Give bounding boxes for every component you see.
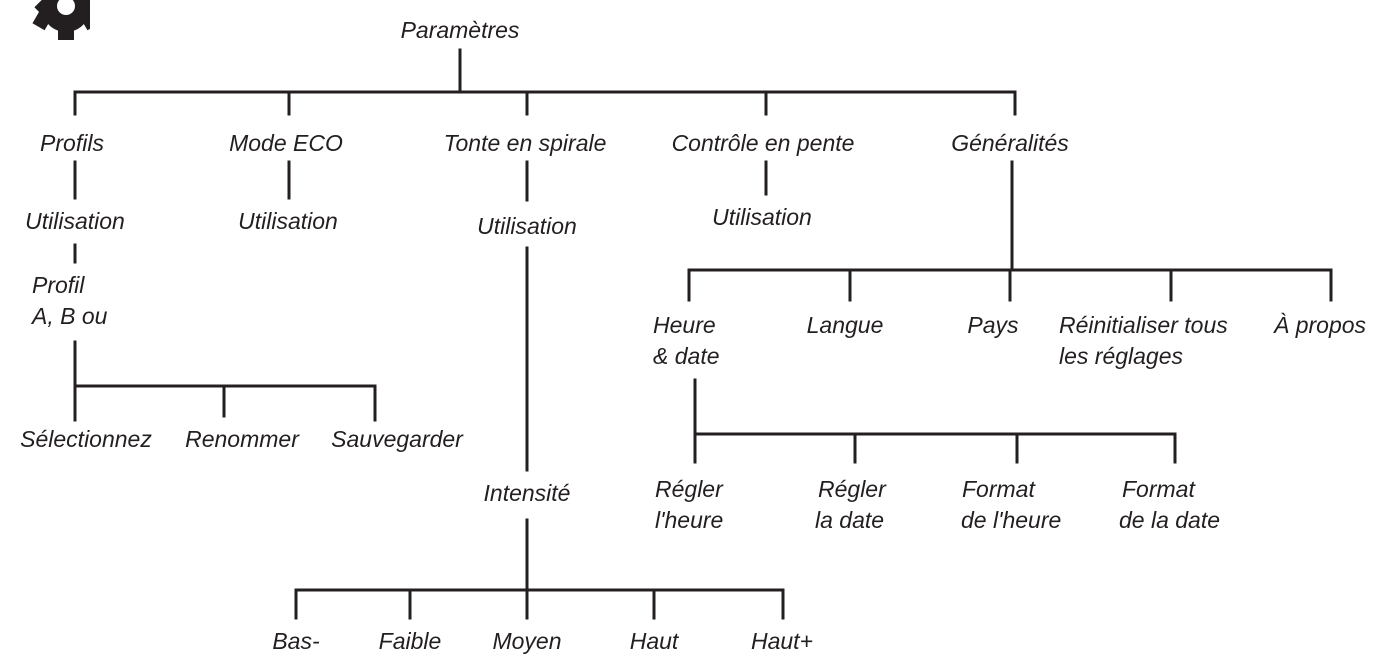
country-label: Pays [967,312,1019,338]
level-high-label: Haut [630,628,680,654]
spiral-usage-label: Utilisation [477,213,577,239]
profile-rename-label: Renommer [185,426,300,452]
level-low-label: Faible [379,628,442,654]
profile-sub-label-line2: A, B ou [30,303,108,329]
profile-sub-label-line1: Profil [32,272,85,298]
profile-save-label: Sauvegarder [331,426,464,452]
set-date-label-line2: la date [815,507,884,533]
connector-lines [73,48,1333,620]
profiles-label: Profils [40,130,104,156]
time-date-label-line1: Heure [653,312,716,338]
time-format-label-line1: Format [962,476,1036,502]
profiles-usage-label: Utilisation [25,208,125,234]
time-date-label-line2: & date [653,343,720,369]
profile-select-label: Sélectionnez [20,426,152,452]
time-format-label-line2: de l'heure [961,507,1061,533]
set-date-label-line1: Régler [818,476,887,502]
date-format-label-line1: Format [1122,476,1196,502]
level-high-plus-label: Haut+ [751,628,813,654]
level-low-minus-label: Bas- [272,628,320,654]
date-format-label-line2: de la date [1119,507,1220,533]
eco-mode-label: Mode ECO [229,130,343,156]
set-time-label-line2: l'heure [655,507,723,533]
language-label: Langue [807,312,884,338]
slope-control-label: Contrôle en pente [672,130,855,156]
general-label: Généralités [951,130,1069,156]
level-medium-label: Moyen [492,628,561,654]
set-time-label-line1: Régler [655,476,724,502]
spiral-mowing-label: Tonte en spirale [444,130,607,156]
gear-icon [32,0,90,40]
eco-usage-label: Utilisation [238,208,338,234]
reset-settings-label-line1: Réinitialiser tous [1059,312,1228,338]
reset-settings-label-line2: les réglages [1059,343,1184,369]
root-label: Paramètres [401,17,520,43]
intensity-label: Intensité [484,480,571,506]
about-label: À propos [1273,312,1367,338]
slope-usage-label: Utilisation [712,204,812,230]
